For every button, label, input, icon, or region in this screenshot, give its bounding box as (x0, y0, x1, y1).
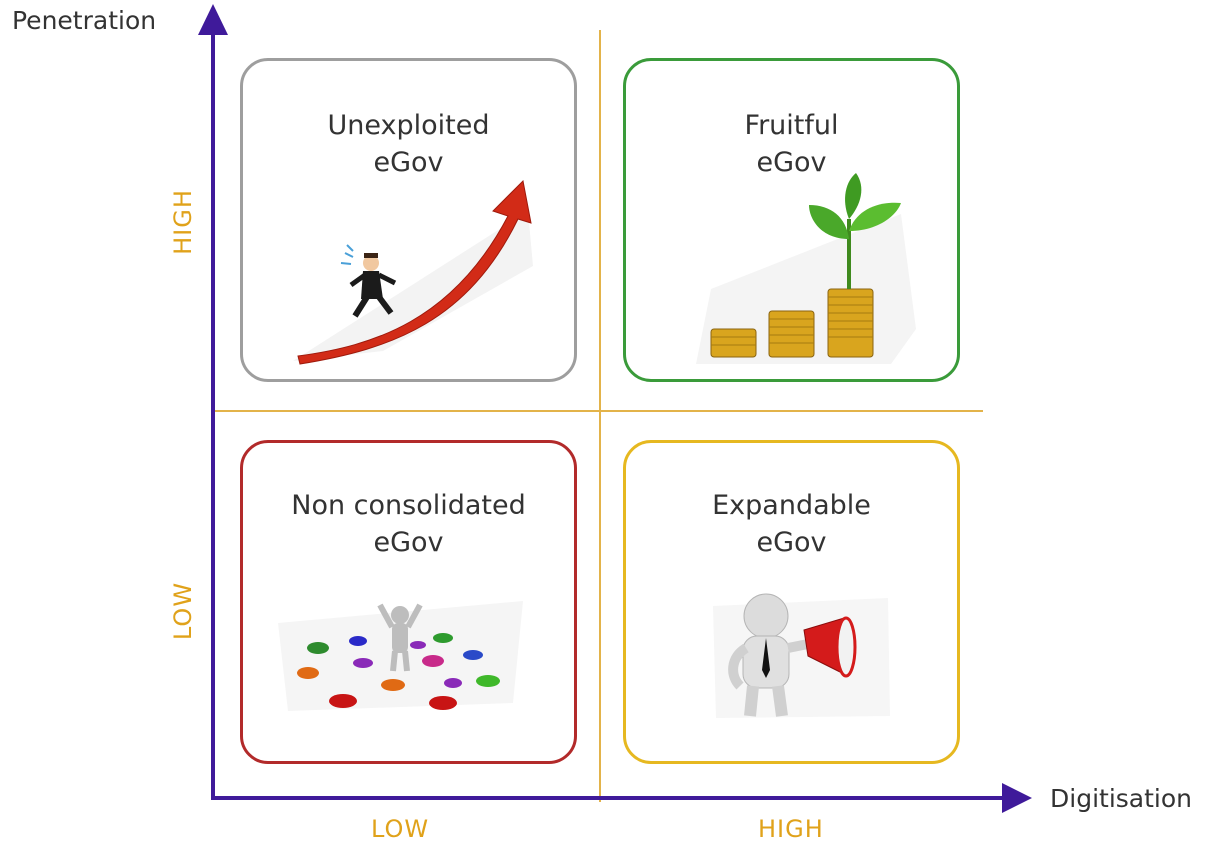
y-tick-high: HIGH (169, 189, 197, 255)
quadrant-title-line2: eGov (373, 527, 444, 558)
scattered-puzzle-pieces-icon (278, 601, 523, 711)
quadrant-title: Unexploited eGov (243, 107, 574, 181)
quadrant-title-line1: Fruitful (744, 110, 839, 141)
quadrant-non-consolidated: Non consolidated eGov (240, 440, 577, 764)
coins-plant-growth-icon (696, 173, 916, 364)
quadrant-title-line2: eGov (373, 147, 444, 178)
quadrant-unexploited: Unexploited eGov (240, 58, 577, 382)
quadrant-title-line1: Expandable (712, 490, 871, 521)
quadrant-fruitful: Fruitful eGov (623, 58, 960, 382)
x-axis-title: Digitisation (1050, 784, 1192, 813)
megaphone-figure-icon (713, 593, 890, 718)
quadrant-expandable: Expandable eGov (623, 440, 960, 764)
quadrant-title-line2: eGov (756, 527, 827, 558)
x-axis-arrowhead (1002, 783, 1032, 813)
x-tick-high: HIGH (758, 815, 824, 843)
quadrant-title: Non consolidated eGov (243, 487, 574, 561)
y-tick-low: LOW (169, 581, 197, 641)
horizontal-divider (213, 410, 983, 412)
quadrant-title-line2: eGov (756, 147, 827, 178)
quadrant-title-line1: Non consolidated (291, 490, 526, 521)
quadrant-title: Fruitful eGov (626, 107, 957, 181)
y-axis-arrowhead (198, 4, 228, 35)
y-axis-title: Penetration (12, 6, 157, 35)
running-man-rising-arrow-icon (293, 179, 533, 365)
quadrant-title-line1: Unexploited (327, 110, 490, 141)
x-tick-low: LOW (371, 815, 430, 843)
quadrant-title: Expandable eGov (626, 487, 957, 561)
vertical-divider (599, 30, 601, 802)
